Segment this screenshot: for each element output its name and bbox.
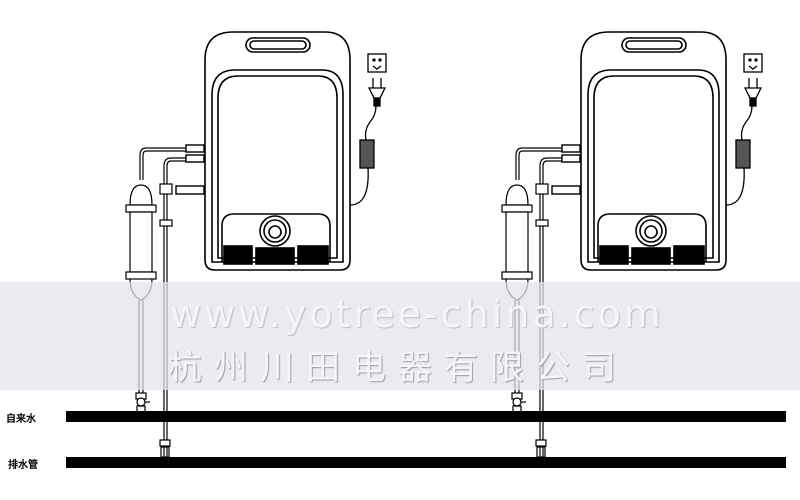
watermark-band (0, 282, 800, 390)
water-supply-main-pipe (66, 411, 786, 422)
heater-unit-1 (125, 31, 387, 461)
watermark-url: www.yotree-china.com (170, 292, 664, 336)
drain-main-pipe (66, 457, 786, 468)
water-supply-label: 自来水 (6, 414, 36, 425)
drain-pipe-label: 排水管 (8, 460, 38, 471)
watermark-company: 杭州川田电器有限公司 (168, 348, 628, 388)
heater-unit-2 (501, 31, 763, 461)
